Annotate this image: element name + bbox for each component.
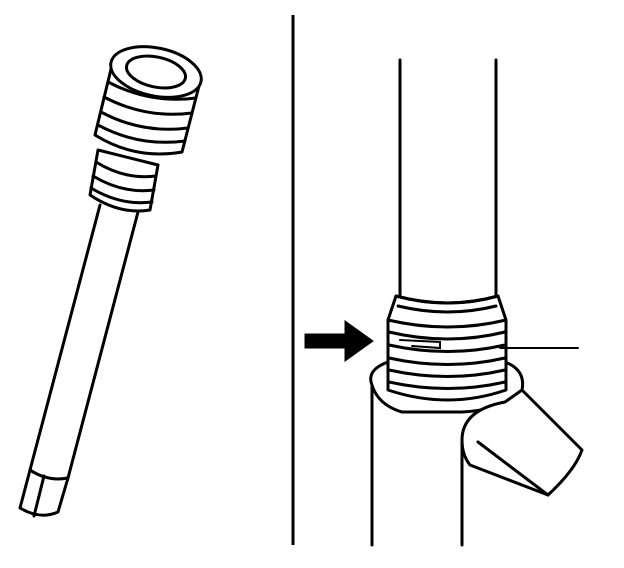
right-panel-joint	[304, 58, 584, 547]
arrow-icon	[304, 320, 374, 362]
tool-upper-head	[93, 45, 203, 156]
upper-tube	[398, 58, 498, 302]
tool-lower-collar	[88, 148, 160, 213]
tool-tip	[18, 468, 70, 518]
threaded-section	[386, 294, 508, 402]
left-panel-tool	[18, 45, 203, 518]
tool-shaft	[28, 203, 140, 481]
